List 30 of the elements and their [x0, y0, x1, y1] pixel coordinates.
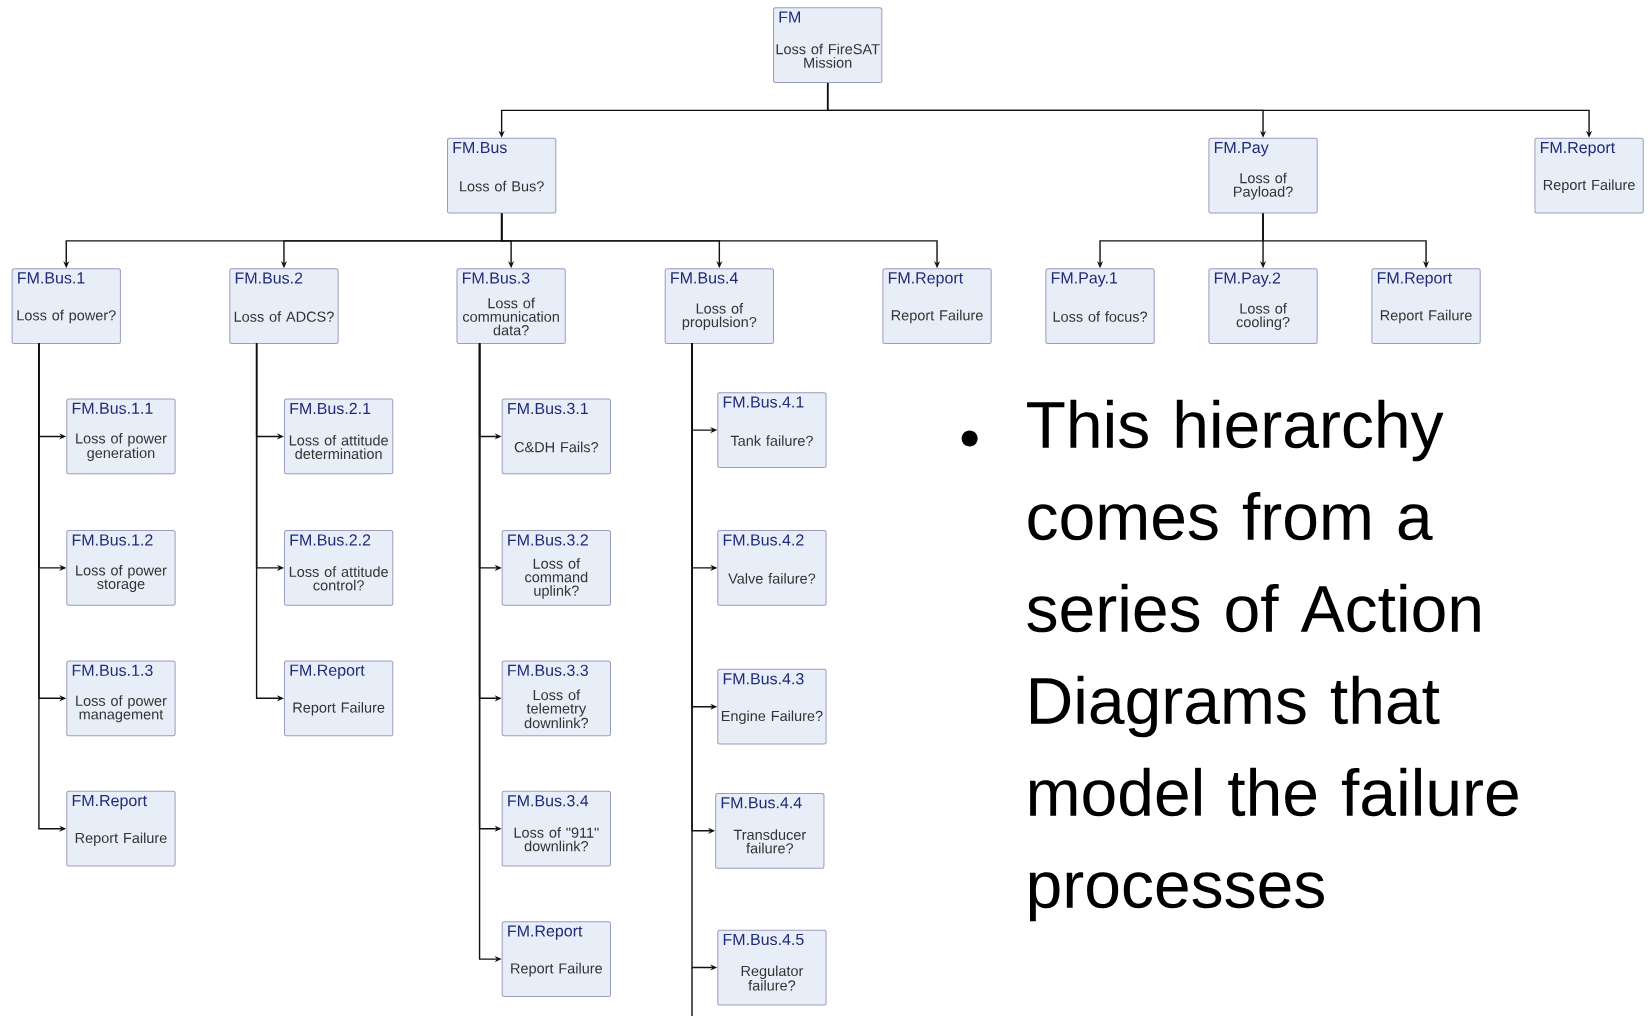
tree-box: FM.Bus.4.2 Valve failure? — [717, 530, 827, 606]
tree-box: FM.Bus.2.2 Loss of attitude control? — [284, 530, 394, 606]
tree-box: FM.Bus.3.2 Loss of command uplink? — [501, 530, 611, 606]
tree-box: FM.Pay.2 Loss of cooling? — [1208, 268, 1318, 344]
tree-box: FM.Bus.4.3 Engine Failure? — [717, 668, 827, 745]
tree-box: FM.Bus.2.1 Loss of attitude determination — [284, 398, 394, 475]
tree-box: FM.Bus.1 Loss of power? — [11, 268, 121, 344]
tree-box: FM.Report Report Failure — [501, 921, 611, 997]
tree-box: FM.Bus.3 Loss of communication data? — [456, 268, 566, 344]
tree-box: FM.Bus.4.5 Regulator failure? — [717, 929, 827, 1006]
tree-box: FM Loss of FireSAT Mission — [773, 7, 883, 84]
tree-box: FM.Bus.3.1 C&DH Fails? — [501, 398, 611, 475]
tree-box: FM.Report Report Failure — [882, 268, 992, 344]
tree-box: FM.Bus.1.2 Loss of power storage — [66, 530, 176, 606]
tree-box: FM.Report Report Failure — [1534, 137, 1644, 214]
tree-box: FM.Bus.4 Loss of propulsion? — [664, 268, 774, 344]
tree-box: FM.Bus.2 Loss of ADCS? — [229, 268, 339, 344]
tree-box: FM.Bus.3.3 Loss of telemetry downlink? — [501, 660, 611, 737]
tree-box: FM.Bus.1.3 Loss of power management — [66, 660, 176, 737]
tree-box: FM.Report Report Failure — [1371, 268, 1481, 344]
tree-box: FM.Pay Loss of Payload? — [1208, 137, 1318, 214]
tree-box: FM.Report Report Failure — [66, 790, 176, 867]
tree-box: FM.Pay.1 Loss of focus? — [1045, 268, 1155, 344]
tree-box: FM.Report Report Failure — [284, 660, 394, 737]
tree-box: FM.Bus.1.1 Loss of power generation — [66, 398, 176, 475]
tree-box: FM.Bus.3.4 Loss of "911" downlink? — [501, 790, 611, 867]
tree-box: FM.Bus Loss of Bus? — [447, 137, 557, 214]
body-text: This hierarchy comes from a series of Action Diagrams that model the failure processes — [1027, 399, 1518, 922]
tree-box: FM.Bus.4.4 Transducer failure? — [715, 792, 825, 869]
tree-box: FM.Bus.4.1 Tank failure? — [717, 392, 827, 468]
